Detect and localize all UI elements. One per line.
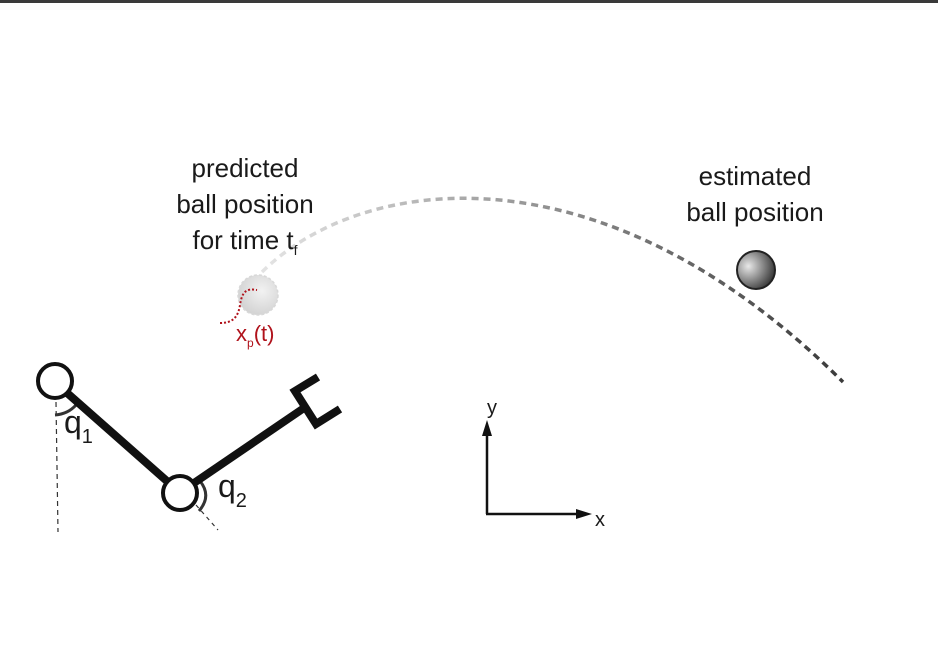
predicted-label-line3: for time tf — [155, 222, 335, 268]
predicted-label-line1: predicted — [191, 153, 299, 183]
estimated-label-line1: estimated — [698, 161, 812, 191]
q1-text: q — [64, 404, 82, 440]
q2-sub: 2 — [235, 490, 247, 512]
q1-angle-arc — [54, 403, 78, 417]
joint1-reference-line — [55, 401, 59, 533]
q2-text: q — [218, 468, 236, 504]
arm-link-1 — [63, 389, 171, 485]
q2-label: q2 — [218, 468, 247, 519]
xp-label: xp(t) — [236, 316, 274, 361]
joint-2 — [161, 474, 199, 512]
estimated-ball — [736, 250, 776, 290]
predicted-label: predicted ball position for time tf — [155, 150, 335, 268]
x-axis-arrow-icon — [576, 509, 592, 519]
xp-arg: (t) — [253, 321, 275, 346]
xp-text: x — [236, 321, 247, 346]
x-axis-label: x — [595, 509, 605, 531]
joint-1 — [36, 362, 74, 400]
gripper — [289, 373, 343, 430]
estimated-label-line2: ball position — [686, 197, 824, 227]
predicted-path-curve — [219, 288, 258, 324]
q1-label: q1 — [64, 404, 93, 455]
window-top-border — [0, 0, 938, 3]
y-axis-label: y — [487, 397, 497, 419]
ball-trajectory — [260, 196, 845, 384]
q2-angle-arc — [197, 480, 208, 512]
estimated-label: estimated ball position — [665, 158, 845, 230]
predicted-label-sub: f — [293, 242, 298, 258]
predicted-label-line2: ball position — [176, 189, 314, 219]
predicted-ball — [237, 274, 279, 316]
joint2-reference-line — [195, 504, 219, 531]
y-axis-arrow-icon — [482, 420, 492, 436]
predicted-label-text: for time t — [192, 225, 294, 255]
arm-link-2 — [191, 404, 307, 487]
q1-sub: 1 — [81, 426, 93, 448]
xp-sub: p — [247, 336, 254, 350]
